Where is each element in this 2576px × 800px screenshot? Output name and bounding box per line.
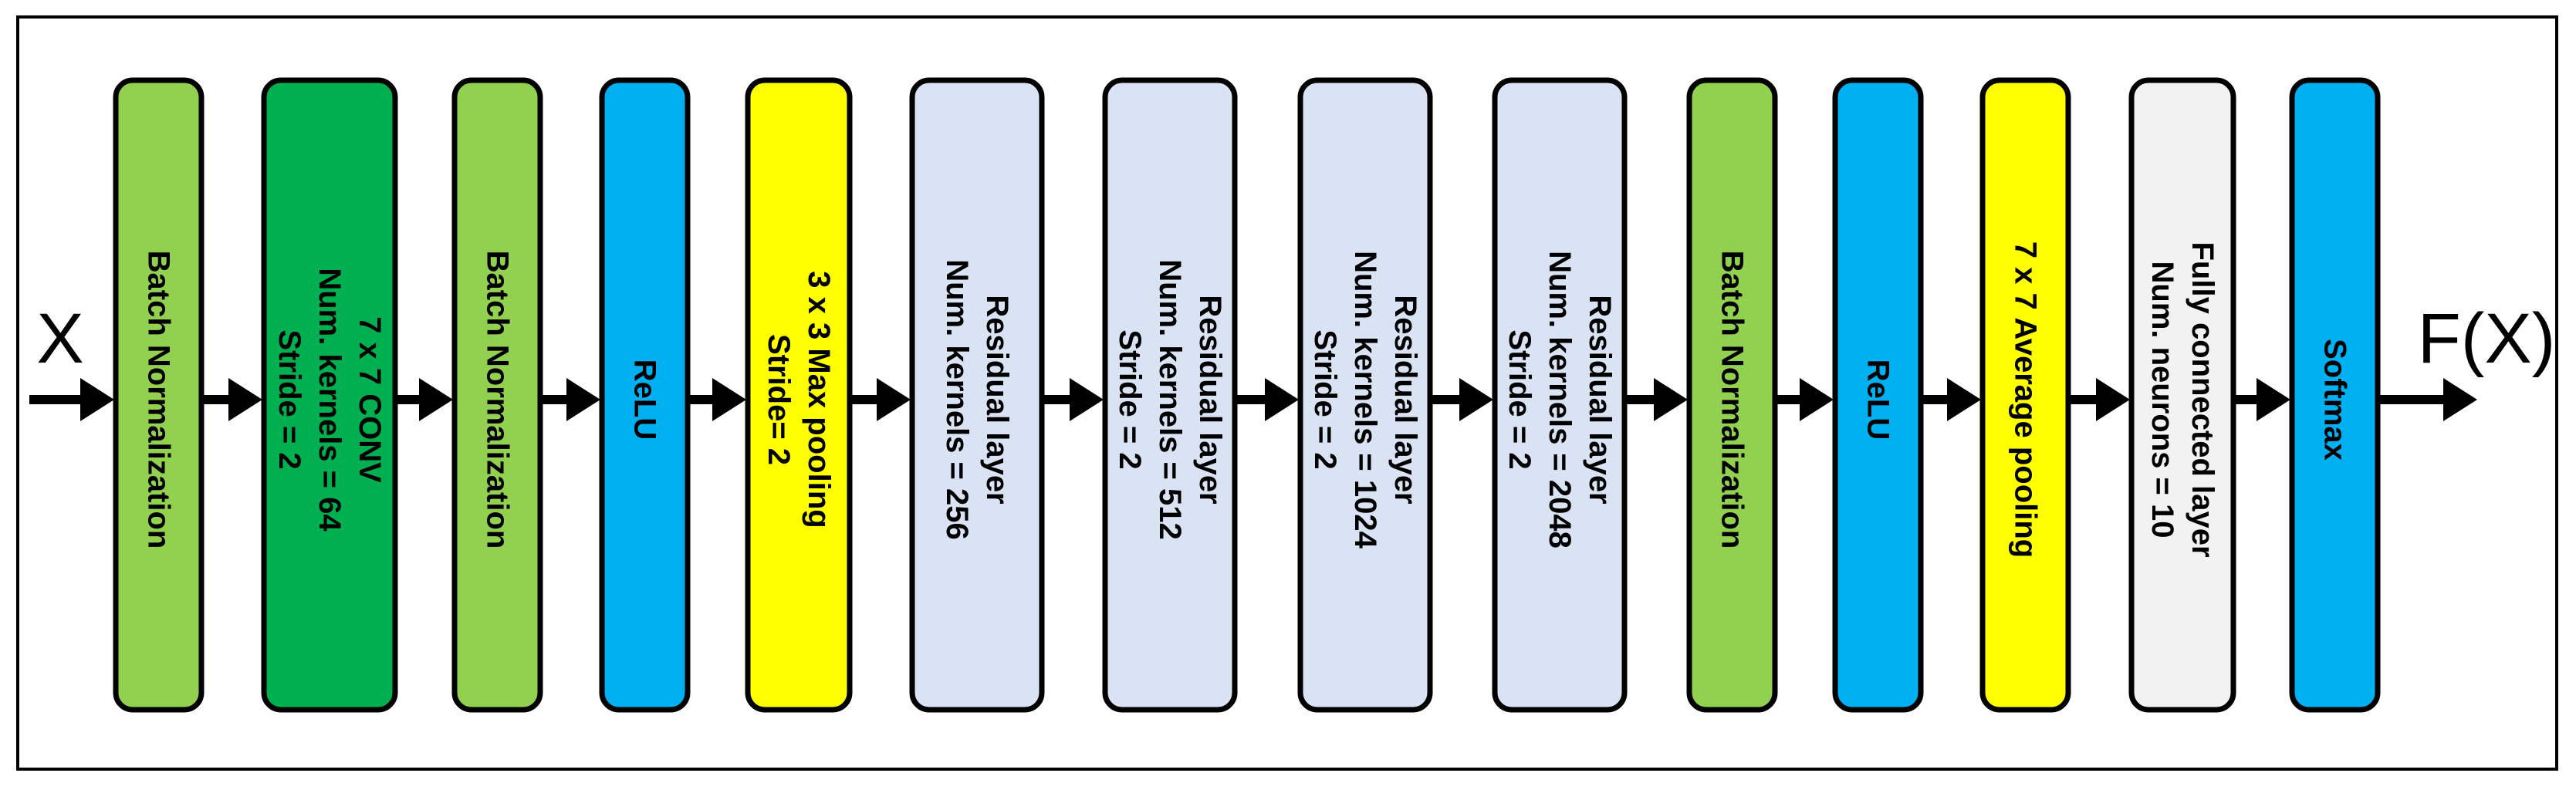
block-box [909,77,1045,713]
block-label-line: Residual layer [980,295,1014,504]
block-batch-norm-3: Batch Normalization [1686,77,1778,713]
connector-arrow [1236,378,1299,421]
block-label-line: Num. neurons = 10 [2145,262,2179,538]
block-box [1686,77,1778,713]
output-arrow [2379,378,2477,421]
block-box [1832,77,1924,713]
block-box [261,77,398,713]
connector-arrow [542,378,600,421]
block-label-line: Num. kernels = 64 [313,268,347,532]
block-label-line: Batch Normalization [1716,251,1749,549]
block-label-line: Stride= 2 [762,334,796,465]
output-label: F(X) [2418,299,2556,378]
block-box [1102,77,1238,713]
block-box [1297,77,1433,713]
block-label-line: Stride = 2 [1308,329,1342,469]
block-label-line: ReLU [1861,359,1895,440]
block-label-line: Residual layer [1583,295,1617,504]
block-box [1979,77,2071,713]
block-relu-2: ReLU [1832,77,1924,713]
block-box [599,77,691,713]
block-label-line: Stride = 2 [272,329,306,469]
block-label-line: Num. kernels = 1024 [1348,251,1382,549]
block-label-line: Fully connected layer [2186,241,2219,557]
block-batch-norm-1: Batch Normalization [113,77,205,713]
block-label-line: Num. kernels = 2048 [1543,251,1577,549]
block-relu-1: ReLU [599,77,691,713]
connector-arrow [397,378,453,421]
block-batch-norm-2: Batch Normalization [451,77,543,713]
block-average-pooling: 7 x 7 Average pooling [1979,77,2071,713]
input-label: X [36,299,83,378]
block-label-line: Residual layer [1388,295,1422,504]
block-box [1492,77,1628,713]
connector-arrow [2070,378,2130,421]
connector-arrow [1432,378,1493,421]
block-label-line: 7 x 7 Average pooling [2009,241,2043,559]
connector-arrow [1922,378,1981,421]
connector-arrow [689,378,746,421]
block-box [113,77,205,713]
block-box [745,77,853,713]
connector-arrow [2235,378,2290,421]
input-arrow [29,378,114,421]
block-label-line: Batch Normalization [481,251,515,549]
connector-arrow [1626,378,1688,421]
block-label-line: Num. kernels = 256 [940,259,974,540]
connector-arrow [203,378,262,421]
block-label-line: Stride = 2 [1503,329,1536,469]
block-label-line: 3 x 3 Max pooling [802,271,836,528]
block-label-line: Softmax [2318,339,2352,461]
block-label-line: 7 x 7 CONV [353,316,387,483]
block-label-line: Batch Normalization [142,251,176,549]
block-box [2128,77,2236,713]
block-box [451,77,543,713]
block-label-line: Stride = 2 [1113,329,1147,469]
block-softmax: Softmax [2289,77,2381,713]
block-label-line: Num. kernels = 512 [1153,259,1187,540]
arrows [29,378,2477,421]
connector-arrow [1043,378,1104,421]
connector-arrow [851,378,911,421]
connector-arrow [1776,378,1834,421]
block-box [2289,77,2381,713]
block-label-line: ReLU [628,359,662,440]
block-label-line: Residual layer [1193,295,1227,504]
